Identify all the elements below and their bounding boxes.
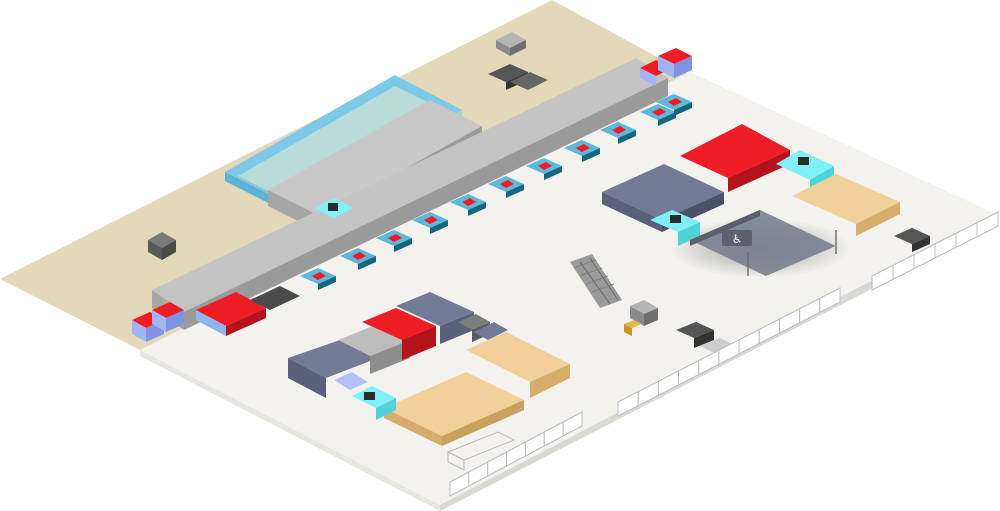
checkout-station (376, 230, 412, 252)
entrance-sign-top (640, 48, 692, 86)
checkout-station (656, 94, 692, 116)
checkout-station (450, 194, 486, 216)
checkout-station (526, 158, 562, 180)
cash-register-icon (538, 162, 552, 170)
restroom-sign-icon (364, 392, 375, 400)
entrance-sign-left (132, 302, 184, 342)
checkout-station (564, 140, 600, 162)
restroom-sign-icon (328, 203, 338, 211)
cash-register-icon (312, 272, 326, 280)
wheelchair-icon (722, 230, 752, 246)
checkout-station (640, 104, 676, 126)
floor-edge-left (140, 350, 440, 511)
cart-icons (488, 64, 930, 354)
cash-register-icon (668, 98, 682, 106)
escalator-icon (570, 254, 622, 308)
atm-icon (624, 300, 658, 336)
storage-box (148, 232, 176, 260)
checkout-station (412, 212, 448, 234)
cash-register-icon (652, 108, 666, 116)
restroom-sign-icon (798, 157, 809, 165)
cash-register-icon (576, 144, 590, 152)
window-pane (819, 287, 841, 314)
cash-register-icon (612, 126, 626, 134)
checkout-station (600, 122, 636, 144)
window-pane (562, 411, 583, 437)
checkout-station (488, 176, 524, 198)
checkout-station (340, 248, 376, 270)
kiosk-icon (496, 32, 526, 56)
cash-register-icon (462, 198, 476, 206)
restroom-marker-top (314, 198, 354, 218)
wheelchair-glyph: ♿ (732, 232, 743, 246)
cash-register-icon (500, 180, 514, 188)
display-rack (446, 431, 516, 471)
cash-register-icon (388, 234, 402, 242)
department-right: ♿ (602, 124, 900, 278)
restroom-sign-icon (670, 215, 681, 223)
entrance-signs (132, 48, 692, 342)
window-pane (976, 211, 999, 238)
checkout-station (300, 268, 336, 290)
cart-icon (676, 322, 736, 354)
cash-register-icon (352, 252, 366, 260)
service-desk (196, 286, 300, 336)
cart-icon (488, 64, 548, 90)
checkout-stations (300, 94, 692, 290)
cart-icon (894, 228, 930, 252)
window-row (449, 211, 999, 497)
department-left (288, 292, 570, 446)
cash-register-icon (424, 216, 438, 224)
